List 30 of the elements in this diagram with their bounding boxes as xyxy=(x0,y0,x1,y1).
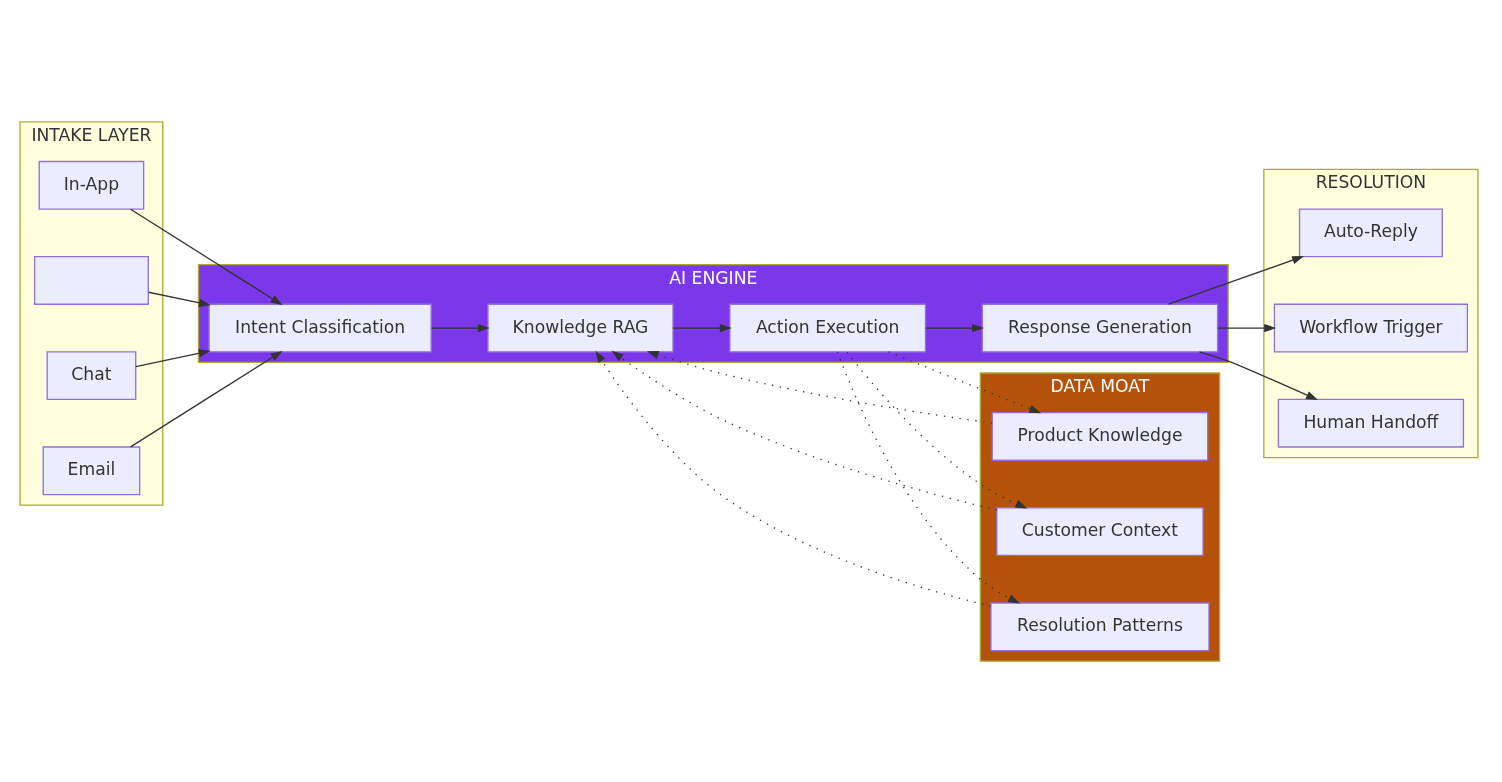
node-box: Customer Context xyxy=(996,506,1204,556)
arrow xyxy=(646,350,993,424)
node-box: Human Handoff xyxy=(1277,398,1465,448)
arrow xyxy=(1167,255,1305,305)
node-box: In-App xyxy=(38,160,145,210)
arrow xyxy=(129,208,283,305)
arrow xyxy=(887,350,1042,413)
node-box: Auto-Reply xyxy=(1298,207,1443,257)
node-box xyxy=(33,255,149,305)
arrow xyxy=(129,350,283,448)
arrow xyxy=(924,323,984,332)
arrow xyxy=(135,348,211,367)
node-box: Response Generation xyxy=(981,303,1219,352)
node-box: Action Execution xyxy=(729,303,927,352)
node-box: Resolution Patterns xyxy=(990,601,1210,651)
arrow xyxy=(430,323,490,332)
node-box: Workflow Trigger xyxy=(1273,303,1469,352)
arrow xyxy=(672,323,732,332)
node-box: Product Knowledge xyxy=(991,411,1209,461)
node-box: Knowledge RAG xyxy=(487,303,674,352)
arrow xyxy=(611,350,998,511)
node-box: Email xyxy=(42,445,141,495)
arrow xyxy=(1217,323,1277,332)
node-box: Chat xyxy=(46,350,137,400)
arrow xyxy=(1198,350,1318,400)
node-box: Intent Classification xyxy=(208,303,432,352)
arrow xyxy=(836,350,1021,604)
arrow xyxy=(846,351,1028,509)
arrow xyxy=(595,350,992,607)
arrow xyxy=(147,291,211,307)
